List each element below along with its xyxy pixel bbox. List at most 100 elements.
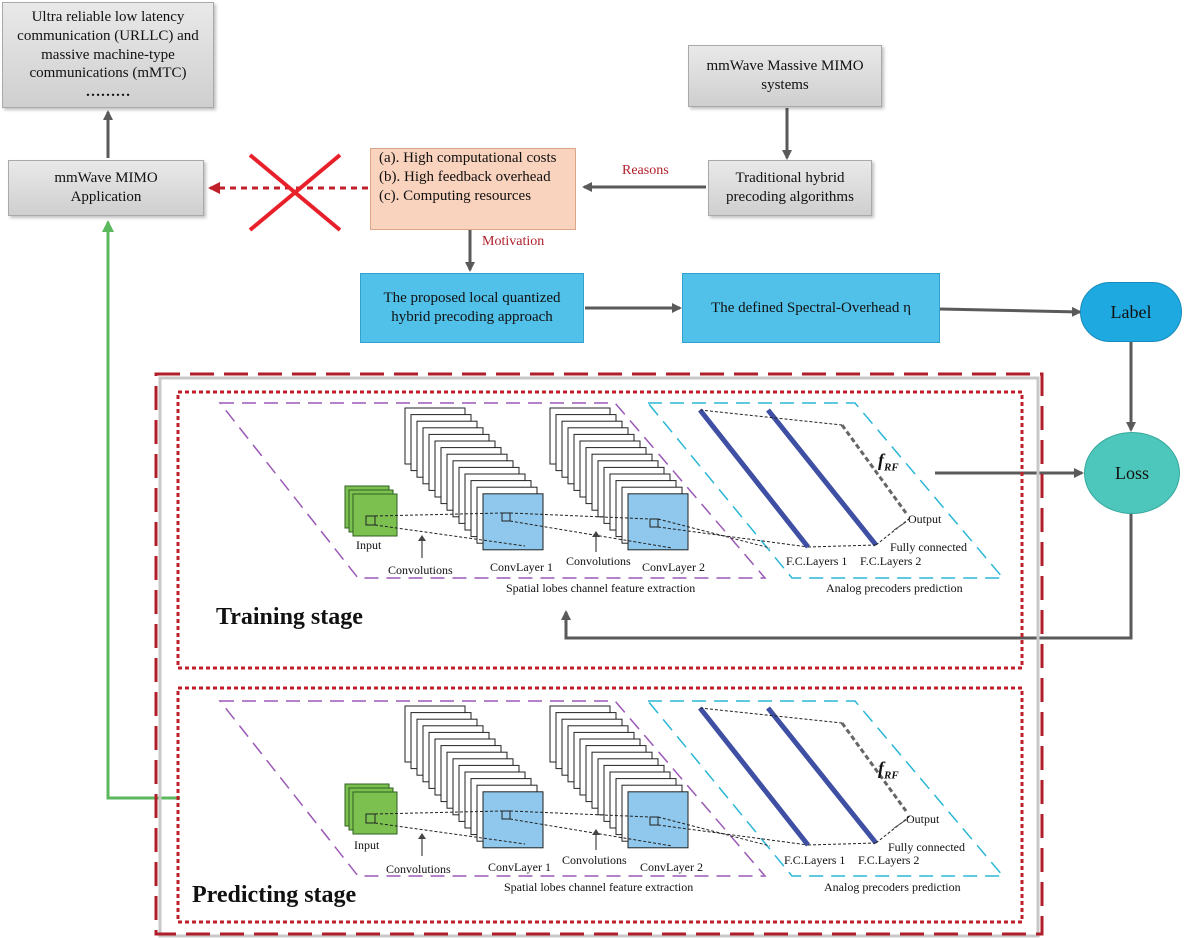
training-fc2-label: F.C.Layers 2 [860, 554, 922, 568]
proposed-box: The proposed local quantized hybrid prec… [360, 273, 584, 343]
predicting-frf-label: fRF [878, 758, 899, 782]
massive-mimo-box: mmWave Massive MIMO systems [688, 45, 882, 107]
training-stage-title: Training stage [216, 604, 363, 630]
label-text: Label [1110, 301, 1152, 322]
predicting-input-kernel [365, 813, 376, 824]
training-frf-main: f [878, 450, 884, 470]
training-fc-conn-top [699, 409, 843, 426]
reasons-box: (a). High computational costs (b). High … [370, 148, 576, 230]
reason-item-c: (c). Computing resources [379, 187, 532, 204]
application-text: mmWave MIMO Application [54, 170, 158, 205]
outer-gray-frame [158, 376, 1040, 938]
spectral-box: The defined Spectral-Overhead η [682, 273, 940, 343]
predicting-fc2-label: F.C.Layers 2 [858, 853, 920, 867]
predicting-frf-sub: RF [884, 769, 899, 782]
training-conv1-sheet [482, 493, 544, 551]
predicting-proj-a1 [374, 810, 503, 815]
training-network [218, 402, 1005, 579]
predicting-proj-b2 [509, 818, 673, 847]
predicting-proj-c2 [657, 824, 809, 846]
training-convolutions-b-label: Convolutions [566, 554, 631, 568]
massive-mimo-text: mmWave Massive MIMO systems [706, 58, 864, 93]
predicting-stage-title: Predicting stage [192, 882, 357, 908]
training-frf-label: fRF [878, 450, 899, 474]
predicting-proj-a2 [374, 822, 526, 845]
training-frf-sub: RF [884, 461, 899, 474]
training-proj-c1 [657, 518, 771, 549]
training-output-pointer [893, 521, 907, 531]
arrow-loss-feedback [561, 512, 1133, 640]
training-proj-b2 [509, 520, 673, 549]
urllc-box: Ultra reliable low latency communication… [2, 2, 214, 108]
training-conv2-kernel [649, 518, 659, 528]
training-output-label: Output [908, 512, 942, 526]
predicting-fully-connected-label: Fully connected [888, 840, 965, 854]
training-fc-layer-2 [766, 408, 878, 547]
predicting-conv-a-pointer-head [418, 833, 426, 839]
predicting-conv-b-pointer-head [592, 829, 600, 835]
training-input-sheet [352, 493, 398, 537]
training-feature-frame [218, 402, 767, 579]
traditional-text: Traditional hybrid precoding algorithms [726, 170, 854, 205]
spectral-text: The defined Spectral-Overhead η [711, 299, 911, 316]
urllc-dots: ……… [85, 84, 131, 101]
predicting-output-label: Output [906, 812, 940, 826]
predicting-prediction-frame [646, 700, 1005, 877]
training-conv-a-pointer-head [418, 535, 426, 541]
predicting-proj-c1 [657, 816, 771, 847]
predicting-frame [176, 686, 1024, 924]
loss-text: Loss [1114, 462, 1149, 483]
predicting-feature-caption: Spatial lobes channel feature extraction [504, 880, 694, 894]
training-fc-layer-1 [698, 408, 810, 549]
predicting-fc-conn-bottom [807, 842, 877, 846]
predicting-convolutions-b-label: Convolutions [562, 853, 627, 867]
training-convlayer2-label: ConvLayer 2 [642, 560, 705, 574]
predicting-fc-conn-output [875, 815, 911, 844]
training-feature-caption: Spatial lobes channel feature extraction [506, 581, 696, 595]
predicting-conv1-kernel [501, 810, 511, 820]
predicting-convlayer1-label: ConvLayer 1 [488, 860, 551, 874]
training-output-vector [840, 424, 908, 514]
predicting-conv1-sheet [482, 791, 544, 849]
training-proj-a2 [374, 524, 526, 547]
predicting-feature-frame [218, 700, 767, 877]
predicting-conv2-kernel [649, 816, 659, 826]
training-convlayer1-label: ConvLayer 1 [490, 560, 553, 574]
predicting-input-label: Input [354, 838, 380, 852]
proposed-text: The proposed local quantized hybrid prec… [383, 290, 561, 325]
predicting-output-pointer [893, 819, 907, 829]
predicting-fc-conn-top [699, 707, 843, 724]
predicting-network [218, 700, 1005, 877]
training-prediction-caption: Analog precoders prediction [826, 581, 963, 595]
predicting-convlayer2-label: ConvLayer 2 [640, 860, 703, 874]
predicting-fc-layer-2 [766, 706, 878, 845]
arrow-predicting-to-application [102, 220, 180, 800]
training-input-label: Input [356, 538, 382, 552]
label-oval: Label [1080, 282, 1182, 342]
training-fc-conn-output [875, 517, 911, 546]
training-proj-b1 [509, 512, 651, 520]
training-prediction-frame [646, 402, 1005, 579]
predicting-convolutions-a-label: Convolutions [386, 862, 451, 876]
urllc-text: Ultra reliable low latency communication… [17, 9, 199, 82]
training-fc1-label: F.C.Layers 1 [786, 554, 848, 568]
reasons-edge-label: Reasons [622, 163, 669, 178]
predicting-output-vector [840, 722, 908, 812]
training-conv-b-pointer-head [592, 531, 600, 537]
reason-item-a: (a). High computational costs [379, 150, 557, 166]
predicting-fc-layer-1 [698, 706, 810, 847]
motivation-edge-label: Motivation [482, 234, 545, 249]
cross-line-b [248, 153, 342, 232]
loss-oval: Loss [1084, 432, 1180, 514]
reason-item-b: (b). High feedback overhead [379, 168, 551, 185]
training-proj-c2 [657, 526, 809, 548]
application-box: mmWave MIMO Application [8, 160, 204, 216]
predicting-proj-b1 [509, 810, 651, 818]
training-fc-conn-bottom [807, 544, 877, 548]
predicting-prediction-caption: Analog precoders prediction [824, 880, 961, 894]
predicting-frf-main: f [878, 758, 884, 778]
training-conv1-kernel [501, 512, 511, 522]
arrow-spectral-to-label [939, 306, 1082, 317]
